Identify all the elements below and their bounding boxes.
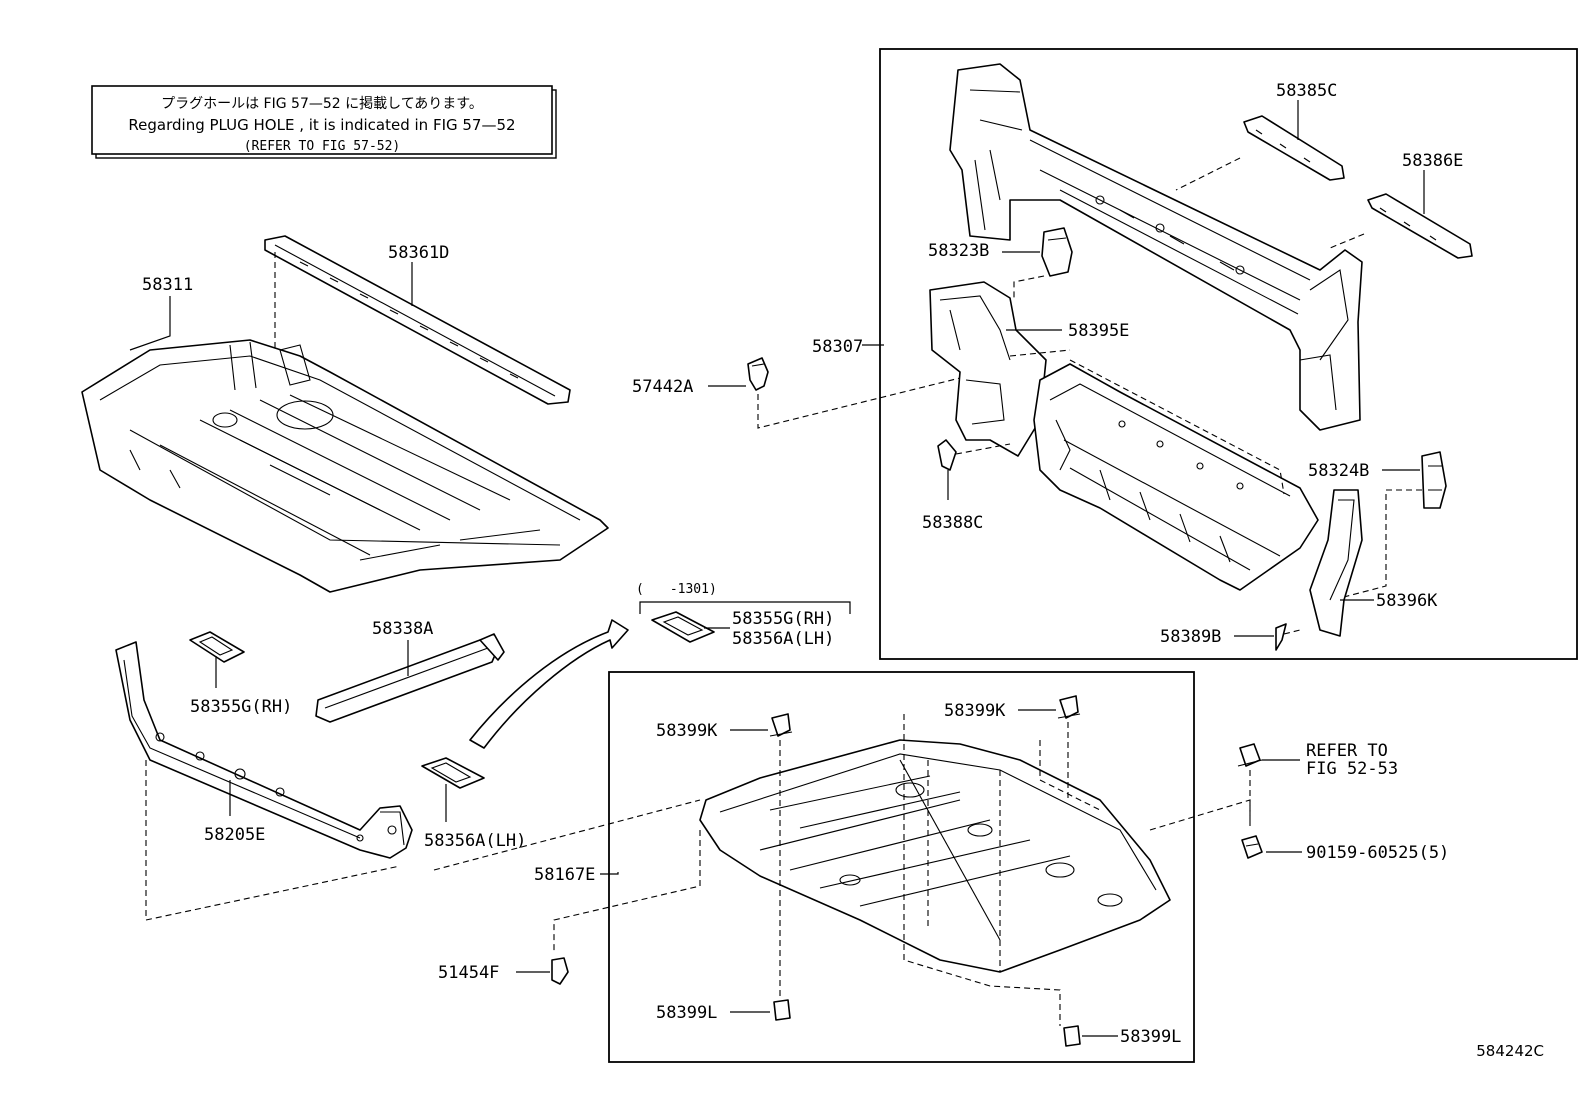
- note-line-2: Regarding PLUG HOLE , it is indicated in…: [128, 116, 515, 134]
- part-58205E-drawing: [115, 641, 413, 859]
- part-90159-bolt-drawing: [1241, 835, 1263, 859]
- label-58356A-left: 58356A(LH): [424, 831, 526, 851]
- guide-58395E: [1009, 349, 1071, 357]
- part-58323B-drawing: [1041, 227, 1073, 277]
- part-rear-upper-panel-drawing: [949, 63, 1363, 431]
- label-58338A: 58338A: [372, 619, 433, 639]
- label-58396K: 58396K: [1376, 591, 1438, 611]
- label-58389B: 58389B: [1160, 627, 1221, 647]
- inset-arrow: [469, 619, 629, 749]
- guide-58205E: [145, 760, 401, 921]
- label-58311: 58311: [142, 275, 193, 295]
- label-58307: 58307: [812, 337, 863, 357]
- part-58399K-b-drawing: [1057, 695, 1081, 719]
- part-rear-lower-panel-drawing: [1033, 359, 1319, 591]
- label-58355G-inset: 58355G(RH): [732, 609, 834, 629]
- label-58399K-b: 58399K: [944, 701, 1006, 721]
- label-58323B: 58323B: [928, 241, 989, 261]
- note-line-1: プラグホールは FIG 57—52 に掲載してあります。: [161, 96, 483, 112]
- part-58395E-drawing: [929, 281, 1047, 457]
- label-58167E: 58167E: [534, 865, 595, 885]
- part-58324B-drawing: [1421, 451, 1447, 509]
- label-57442A: 57442A: [632, 377, 693, 397]
- guide-51454F: [553, 830, 701, 954]
- note-line-3: (REFER TO FIG 57-52): [244, 139, 401, 154]
- part-58355G-left-drawing: [189, 631, 245, 663]
- label-58399L-b: 58399L: [1120, 1027, 1181, 1047]
- label-58386E: 58386E: [1402, 151, 1463, 171]
- part-58311-drawing: [81, 339, 609, 593]
- inset-plug-drawing: [651, 611, 715, 643]
- part-58396K-drawing: [1309, 489, 1363, 637]
- guide-58386E: [1329, 233, 1365, 249]
- label-refer-to-line1: REFER TO: [1306, 741, 1388, 761]
- label-58388C: 58388C: [922, 513, 983, 533]
- part-58389B-drawing: [1275, 623, 1287, 651]
- inset-range: ( -1301): [636, 582, 717, 597]
- label-58395E: 58395E: [1068, 321, 1129, 341]
- guide-58389B: [1283, 629, 1301, 635]
- guide-58323B: [1013, 275, 1045, 300]
- part-58388C-drawing: [937, 439, 957, 471]
- label-58355G-left: 58355G(RH): [190, 697, 292, 717]
- part-51454F-drawing: [551, 957, 569, 985]
- label-58361D: 58361D: [388, 243, 449, 263]
- part-58338A-drawing: [315, 633, 505, 723]
- label-58385C: 58385C: [1276, 81, 1337, 101]
- part-58399L-b-drawing: [1063, 1025, 1081, 1047]
- guide-58388C: [955, 443, 1011, 455]
- guide-58167E-left: [433, 799, 701, 871]
- figure-code: 584242C: [1476, 1042, 1544, 1060]
- part-58385C-drawing: [1243, 115, 1345, 181]
- label-58205E: 58205E: [204, 825, 265, 845]
- rear-panel-group-frame: [879, 48, 1578, 660]
- label-51454F: 51454F: [438, 963, 499, 983]
- part-58386E-drawing: [1367, 193, 1473, 259]
- label-58399L-a: 58399L: [656, 1003, 717, 1023]
- guide-57442A: [757, 377, 961, 429]
- under-cover-group-frame: [608, 671, 1195, 1063]
- part-58361D-drawing: [264, 235, 571, 405]
- plug-hole-note: プラグホールは FIG 57—52 に掲載してあります。 Regarding P…: [91, 85, 557, 159]
- label-90159: 90159-60525(5): [1306, 843, 1449, 863]
- label-58356A-inset: 58356A(LH): [732, 629, 834, 649]
- inset-bracket: [639, 601, 851, 614]
- label-58324B: 58324B: [1308, 461, 1369, 481]
- leader-58167E: [600, 872, 619, 875]
- part-57442A-drawing: [747, 357, 769, 391]
- label-refer-to-line2: FIG 52-53: [1306, 759, 1398, 779]
- guide-58385C: [1175, 157, 1241, 191]
- label-58399K-a: 58399K: [656, 721, 718, 741]
- inset-plug-detail: ( -1301) 58355G(RH) 58356A(LH): [636, 582, 851, 649]
- leader-58311: [129, 296, 171, 351]
- part-58399L-a-drawing: [773, 999, 791, 1021]
- part-58356A-left-drawing: [421, 757, 485, 789]
- part-58167E-drawing: [699, 714, 1251, 1026]
- guide-58324B: [1339, 489, 1422, 599]
- part-58399K-a-drawing: [769, 713, 793, 737]
- part-clip-refer-drawing: [1237, 743, 1263, 767]
